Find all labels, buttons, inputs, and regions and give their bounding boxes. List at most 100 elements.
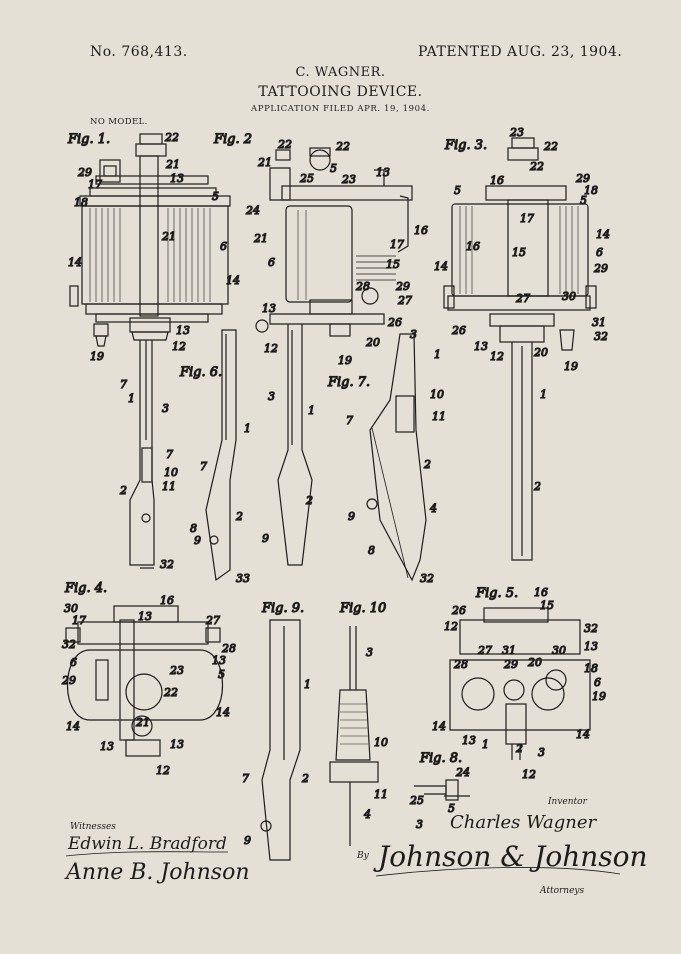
svg-text:7: 7 xyxy=(346,414,353,427)
svg-text:32: 32 xyxy=(160,558,174,571)
svg-text:23: 23 xyxy=(169,664,184,677)
svg-text:5: 5 xyxy=(218,668,225,681)
svg-text:21: 21 xyxy=(161,230,176,243)
svg-text:21: 21 xyxy=(253,232,268,245)
svg-text:28: 28 xyxy=(453,658,468,671)
svg-text:15: 15 xyxy=(540,599,554,612)
svg-text:29: 29 xyxy=(575,172,590,185)
svg-text:10: 10 xyxy=(374,736,388,749)
patent-number: No. 768,413. xyxy=(90,44,188,60)
application-filed: APPLICATION FILED APR. 19, 1904. xyxy=(251,104,430,114)
svg-text:19: 19 xyxy=(338,354,352,367)
svg-text:32: 32 xyxy=(62,638,76,651)
svg-text:11: 11 xyxy=(374,788,388,801)
svg-text:29: 29 xyxy=(593,262,608,275)
svg-text:3: 3 xyxy=(162,402,169,415)
svg-text:2: 2 xyxy=(515,742,523,755)
svg-text:11: 11 xyxy=(432,410,446,423)
attorneys-label: Attorneys xyxy=(540,886,585,896)
svg-text:29: 29 xyxy=(395,280,410,293)
svg-text:19: 19 xyxy=(592,690,606,703)
svg-text:15: 15 xyxy=(386,258,400,271)
svg-text:16: 16 xyxy=(534,586,548,599)
svg-text:13: 13 xyxy=(212,654,226,667)
svg-text:5: 5 xyxy=(454,184,461,197)
svg-text:1: 1 xyxy=(244,422,251,435)
svg-text:7: 7 xyxy=(166,448,173,461)
svg-text:12: 12 xyxy=(444,620,458,633)
svg-text:2: 2 xyxy=(235,510,243,523)
svg-text:18: 18 xyxy=(584,662,598,675)
svg-text:6: 6 xyxy=(594,676,601,689)
svg-text:30: 30 xyxy=(562,290,576,303)
svg-text:6: 6 xyxy=(268,256,275,269)
svg-text:7: 7 xyxy=(120,378,127,391)
svg-text:2: 2 xyxy=(423,458,431,471)
svg-text:26: 26 xyxy=(451,604,466,617)
svg-text:25: 25 xyxy=(409,794,424,807)
svg-text:13: 13 xyxy=(138,610,152,623)
svg-text:32: 32 xyxy=(594,330,608,343)
svg-text:7: 7 xyxy=(200,460,207,473)
svg-text:17: 17 xyxy=(88,178,102,191)
svg-text:32: 32 xyxy=(584,622,598,635)
svg-text:23: 23 xyxy=(509,126,524,139)
svg-text:29: 29 xyxy=(77,166,92,179)
svg-text:2: 2 xyxy=(305,494,313,507)
fig-label: Fig. 3. xyxy=(444,138,487,153)
svg-text:13: 13 xyxy=(462,734,476,747)
svg-text:12: 12 xyxy=(490,350,504,363)
svg-text:24: 24 xyxy=(455,766,470,779)
svg-text:25: 25 xyxy=(299,172,314,185)
svg-text:14: 14 xyxy=(432,720,446,733)
svg-text:21: 21 xyxy=(165,158,180,171)
svg-text:20: 20 xyxy=(365,336,380,349)
fig-label: Fig. 8. xyxy=(419,751,462,766)
svg-text:3: 3 xyxy=(538,746,545,759)
svg-text:19: 19 xyxy=(564,360,578,373)
inventor-label: Inventor xyxy=(548,797,587,807)
svg-text:10: 10 xyxy=(164,466,178,479)
svg-text:11: 11 xyxy=(162,480,176,493)
svg-text:8: 8 xyxy=(368,544,375,557)
svg-text:15: 15 xyxy=(512,246,526,259)
svg-text:22: 22 xyxy=(543,140,558,153)
svg-text:5: 5 xyxy=(330,162,337,175)
svg-text:6: 6 xyxy=(220,240,227,253)
svg-text:13: 13 xyxy=(170,172,184,185)
svg-text:13: 13 xyxy=(176,324,190,337)
svg-text:14: 14 xyxy=(576,728,590,741)
patent-title: TATTOOING DEVICE. xyxy=(258,84,423,100)
svg-text:9: 9 xyxy=(194,534,201,547)
svg-text:14: 14 xyxy=(434,260,448,273)
svg-text:22: 22 xyxy=(164,131,179,144)
model-note: NO MODEL. xyxy=(90,117,148,127)
svg-text:5: 5 xyxy=(448,802,455,815)
svg-text:26: 26 xyxy=(451,324,466,337)
fig-label: Fig. 4. xyxy=(64,581,107,596)
svg-text:12: 12 xyxy=(264,342,278,355)
svg-text:13: 13 xyxy=(170,738,184,751)
svg-text:2: 2 xyxy=(301,772,309,785)
svg-text:30: 30 xyxy=(64,602,78,615)
svg-text:31: 31 xyxy=(502,644,516,657)
fig-label: Fig. 1. xyxy=(67,132,110,147)
svg-text:24: 24 xyxy=(245,204,260,217)
svg-text:13: 13 xyxy=(584,640,598,653)
svg-text:13: 13 xyxy=(474,340,488,353)
svg-text:27: 27 xyxy=(397,294,412,307)
svg-text:3: 3 xyxy=(366,646,373,659)
svg-text:5: 5 xyxy=(580,194,587,207)
witness-signature-1: Edwin L. Bradford xyxy=(68,834,227,854)
svg-text:14: 14 xyxy=(66,720,80,733)
svg-text:29: 29 xyxy=(503,658,518,671)
fig-label: Fig. 6. xyxy=(179,365,222,380)
fig-label: Fig. 7. xyxy=(327,375,370,390)
svg-text:27: 27 xyxy=(205,614,220,627)
svg-text:32: 32 xyxy=(420,572,434,585)
